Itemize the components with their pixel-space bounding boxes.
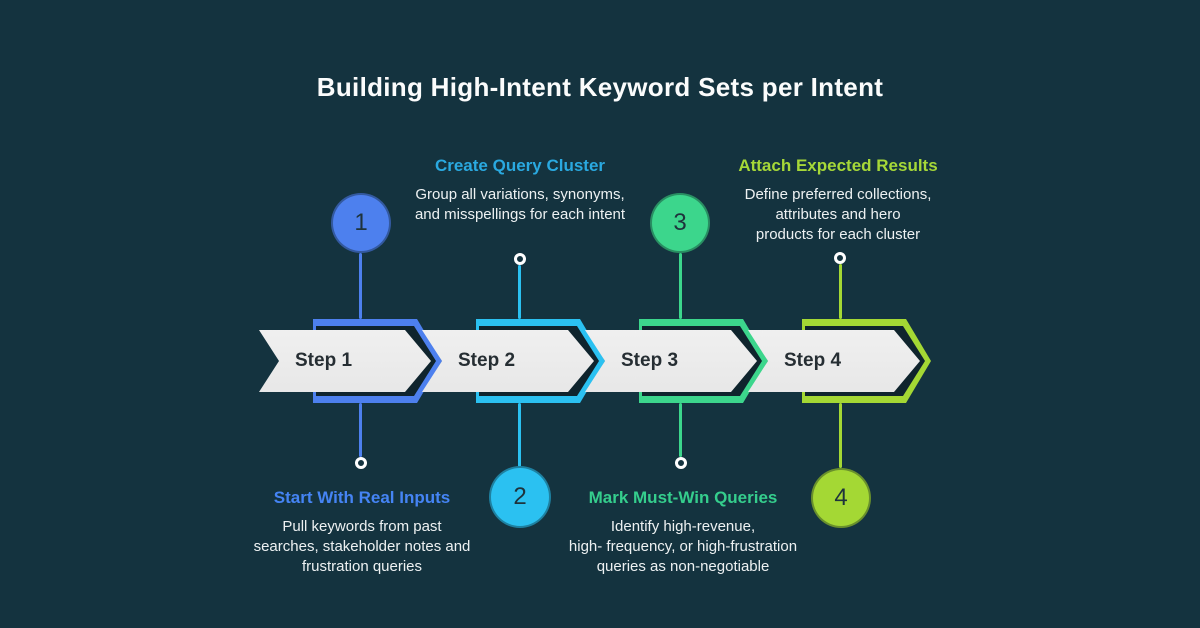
- step-2-callout-body: Group all variations, synonyms, and miss…: [414, 186, 626, 223]
- step-4-number: 4: [834, 484, 848, 511]
- step-3-bottom-connector-line: [679, 403, 682, 457]
- step-3-number: 3: [673, 209, 687, 236]
- step-4-banner: [748, 330, 920, 392]
- step-2-number-circle: 2: [489, 466, 551, 528]
- step-1-bottom-connector-line: [359, 403, 362, 457]
- step-3-top-connector-line: [679, 253, 682, 319]
- step-3-connector-dot: [675, 457, 687, 469]
- step-1-banner: [259, 330, 431, 392]
- step-4-top-connector-line: [839, 264, 842, 319]
- step-3-label: Step 3: [621, 350, 679, 371]
- step-2-label: Step 2: [458, 350, 516, 371]
- step-2-banner: [422, 330, 594, 392]
- step-4-label: Step 4: [784, 350, 842, 371]
- step-1-callout-heading: Start With Real Inputs: [273, 488, 451, 507]
- step-1-connector-dot: [355, 457, 367, 469]
- step-3-callout: Mark Must-Win Queries Identify high-reve…: [548, 488, 818, 577]
- step-4-number-circle: 4: [811, 468, 871, 528]
- step-1-arrow: Step 1: [259, 319, 451, 403]
- step-3-banner: [585, 330, 757, 392]
- step-1-top-connector-line: [359, 253, 362, 319]
- step-2-callout-heading: Create Query Cluster: [434, 156, 606, 175]
- step-3-arrow: Step 3: [585, 319, 777, 403]
- step-2-connector-dot: [514, 253, 526, 265]
- step-1-number-circle: 1: [331, 193, 391, 253]
- step-3-callout-body: Identify high-revenue, high- frequency, …: [568, 518, 798, 575]
- step-4-bottom-connector-line: [839, 403, 842, 468]
- step-3-callout-heading: Mark Must-Win Queries: [588, 488, 778, 507]
- page-title: Building High-Intent Keyword Sets per In…: [316, 72, 884, 102]
- step-4-callout: Attach Expected Results Define preferred…: [714, 156, 962, 245]
- step-1-label: Step 1: [295, 350, 353, 371]
- step-1-callout: Start With Real Inputs Pull keywords fro…: [232, 488, 492, 577]
- step-2-top-connector-line: [518, 265, 521, 319]
- step-2-number: 2: [513, 483, 527, 510]
- step-4-connector-dot: [834, 252, 846, 264]
- step-1-callout-body: Pull keywords from past searches, stakeh…: [253, 518, 471, 575]
- step-2-arrow: Step 2: [422, 319, 614, 403]
- step-3-number-circle: 3: [650, 193, 710, 253]
- step-2-callout: Create Query Cluster Group all variation…: [396, 156, 644, 225]
- step-2-bottom-connector-line: [518, 403, 521, 467]
- step-1-number: 1: [354, 209, 368, 236]
- step-4-arrow: Step 4: [748, 319, 940, 403]
- step-4-callout-body: Define preferred collections, attributes…: [744, 186, 932, 243]
- step-4-callout-heading: Attach Expected Results: [738, 156, 938, 175]
